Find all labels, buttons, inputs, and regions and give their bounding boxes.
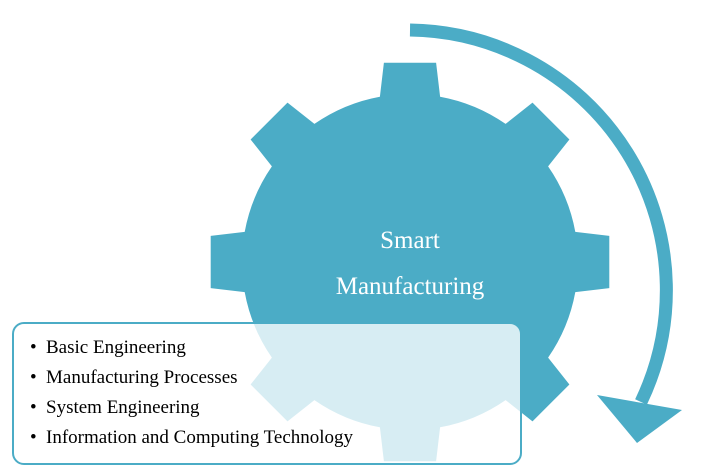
list-item-text: Basic Engineering: [46, 337, 186, 358]
list-item: • Information and Computing Technology: [30, 423, 520, 453]
components-list: • Basic Engineering • Manufacturing Proces…: [14, 324, 520, 453]
gear-label-line1: Smart: [380, 227, 440, 254]
list-item: • Basic Engineering: [30, 333, 520, 363]
cycle-arrow-shaft: [409, 23, 673, 405]
list-item: • Manufacturing Processes: [30, 363, 520, 393]
bullet-icon: •: [30, 337, 37, 358]
cycle-arrow-head: [597, 395, 682, 443]
bullet-icon: •: [30, 367, 37, 388]
components-list-box: • Basic Engineering • Manufacturing Proces…: [12, 322, 522, 465]
list-item-text: Information and Computing Technology: [46, 427, 354, 448]
bullet-icon: •: [30, 397, 37, 418]
list-item-text: Manufacturing Processes: [46, 367, 238, 388]
list-item: • System Engineering: [30, 393, 520, 423]
list-item-text: System Engineering: [46, 397, 200, 418]
gear-label-line2: Manufacturing: [336, 273, 485, 300]
bullet-icon: •: [30, 427, 37, 448]
